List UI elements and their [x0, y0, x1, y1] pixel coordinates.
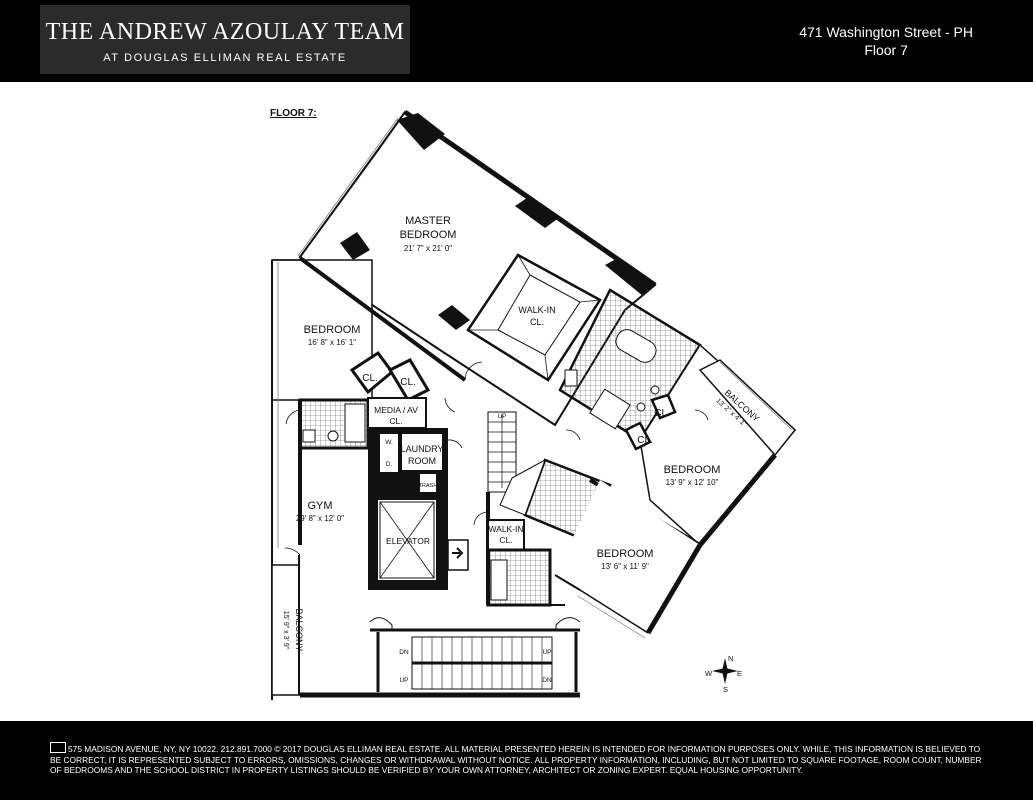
compass-n: N [728, 654, 733, 663]
bedroom-2-label: BEDROOM [597, 548, 654, 560]
footer-bar: 575 MADISON AVENUE, NY, NY 10022. 212.89… [0, 721, 1033, 800]
brand-subtitle: AT DOUGLAS ELLIMAN REAL ESTATE [103, 52, 347, 64]
right-wing [554, 343, 797, 639]
bedroom-2-dim: 13' 6" x 11' 9" [601, 562, 649, 571]
closet-a-label: CL. [362, 373, 378, 384]
bedroom-1-dim: 16' 8" x 16' 1" [308, 338, 356, 347]
compass-icon: N S E W [705, 654, 742, 694]
bedroom-3-dim: 13' 9" x 12' 10" [666, 478, 719, 487]
media-av-label: MEDIA / AV [374, 405, 418, 415]
master-bedroom-dim: 21' 7" x 21' 0" [404, 244, 452, 253]
bottom-stair [369, 617, 581, 692]
stair-up-right: UP [542, 649, 551, 656]
walkin-closet-2-label: WALK-IN [488, 524, 523, 534]
elevator-label: ELEVATOR [386, 536, 430, 546]
floor-plan: MASTER BEDROOM 21' 7" x 21' 0" WALK-IN C… [271, 109, 797, 700]
master-wing [297, 109, 702, 442]
compass-s: S [723, 685, 728, 694]
trash-label: TRASH [419, 483, 438, 489]
left-wing [271, 256, 580, 700]
balcony-left-dim: 15' 9" x 3' 9" [282, 611, 289, 650]
compass-w: W [705, 669, 713, 678]
listing-floor: Floor 7 [864, 42, 908, 58]
bedroom-1-label: BEDROOM [304, 324, 361, 336]
media-av-label-2: CL. [389, 416, 402, 426]
walkin-closet-2-label-2: CL. [499, 535, 512, 545]
walkin-closet-1-label-2: CL. [530, 317, 544, 327]
master-bedroom-label: MASTER [405, 215, 451, 227]
compass-e: E [737, 669, 742, 678]
listing-address-block: 471 Washington Street - PH Floor 7 [799, 23, 973, 59]
laundry-label: LAUNDRY [401, 444, 444, 454]
stair-up-left: UP [399, 677, 408, 684]
gym-dim: 29' 8" x 12' 0" [296, 514, 344, 523]
closet-c-label: CL. [654, 408, 670, 419]
brand-title: THE ANDREW AZOULAY TEAM [45, 19, 405, 45]
core [368, 428, 469, 590]
brand-logo: THE ANDREW AZOULAY TEAM AT DOUGLAS ELLIM… [40, 5, 410, 74]
walkin-closet-1-label: WALK-IN [518, 305, 555, 315]
stair-up-label: UP [498, 414, 506, 420]
disclaimer-text: 575 MADISON AVENUE, NY, NY 10022. 212.89… [50, 744, 982, 775]
stair-dn-left: DN [399, 649, 409, 656]
stair-dn-right: DN [542, 677, 552, 684]
floor-label: FLOOR 7: [270, 108, 317, 119]
balcony-left-label: BALCONY [294, 608, 304, 651]
bedroom-3-label: BEDROOM [664, 464, 721, 476]
legal-disclaimer: 575 MADISON AVENUE, NY, NY 10022. 212.89… [50, 742, 985, 776]
closet-b-label: CL. [400, 377, 416, 388]
closet-d-label: CL. [637, 435, 653, 446]
master-bedroom-label-2: BEDROOM [400, 229, 457, 241]
dryer-label: D. [386, 461, 393, 468]
washer-label: W. [385, 439, 393, 446]
laundry-label-2: ROOM [408, 456, 436, 466]
listing-address: 471 Washington Street - PH [799, 24, 973, 40]
header-bar: THE ANDREW AZOULAY TEAM AT DOUGLAS ELLIM… [0, 0, 1033, 82]
gym-label: GYM [307, 500, 332, 512]
equal-housing-icon [50, 742, 66, 753]
door-swings [285, 361, 709, 526]
